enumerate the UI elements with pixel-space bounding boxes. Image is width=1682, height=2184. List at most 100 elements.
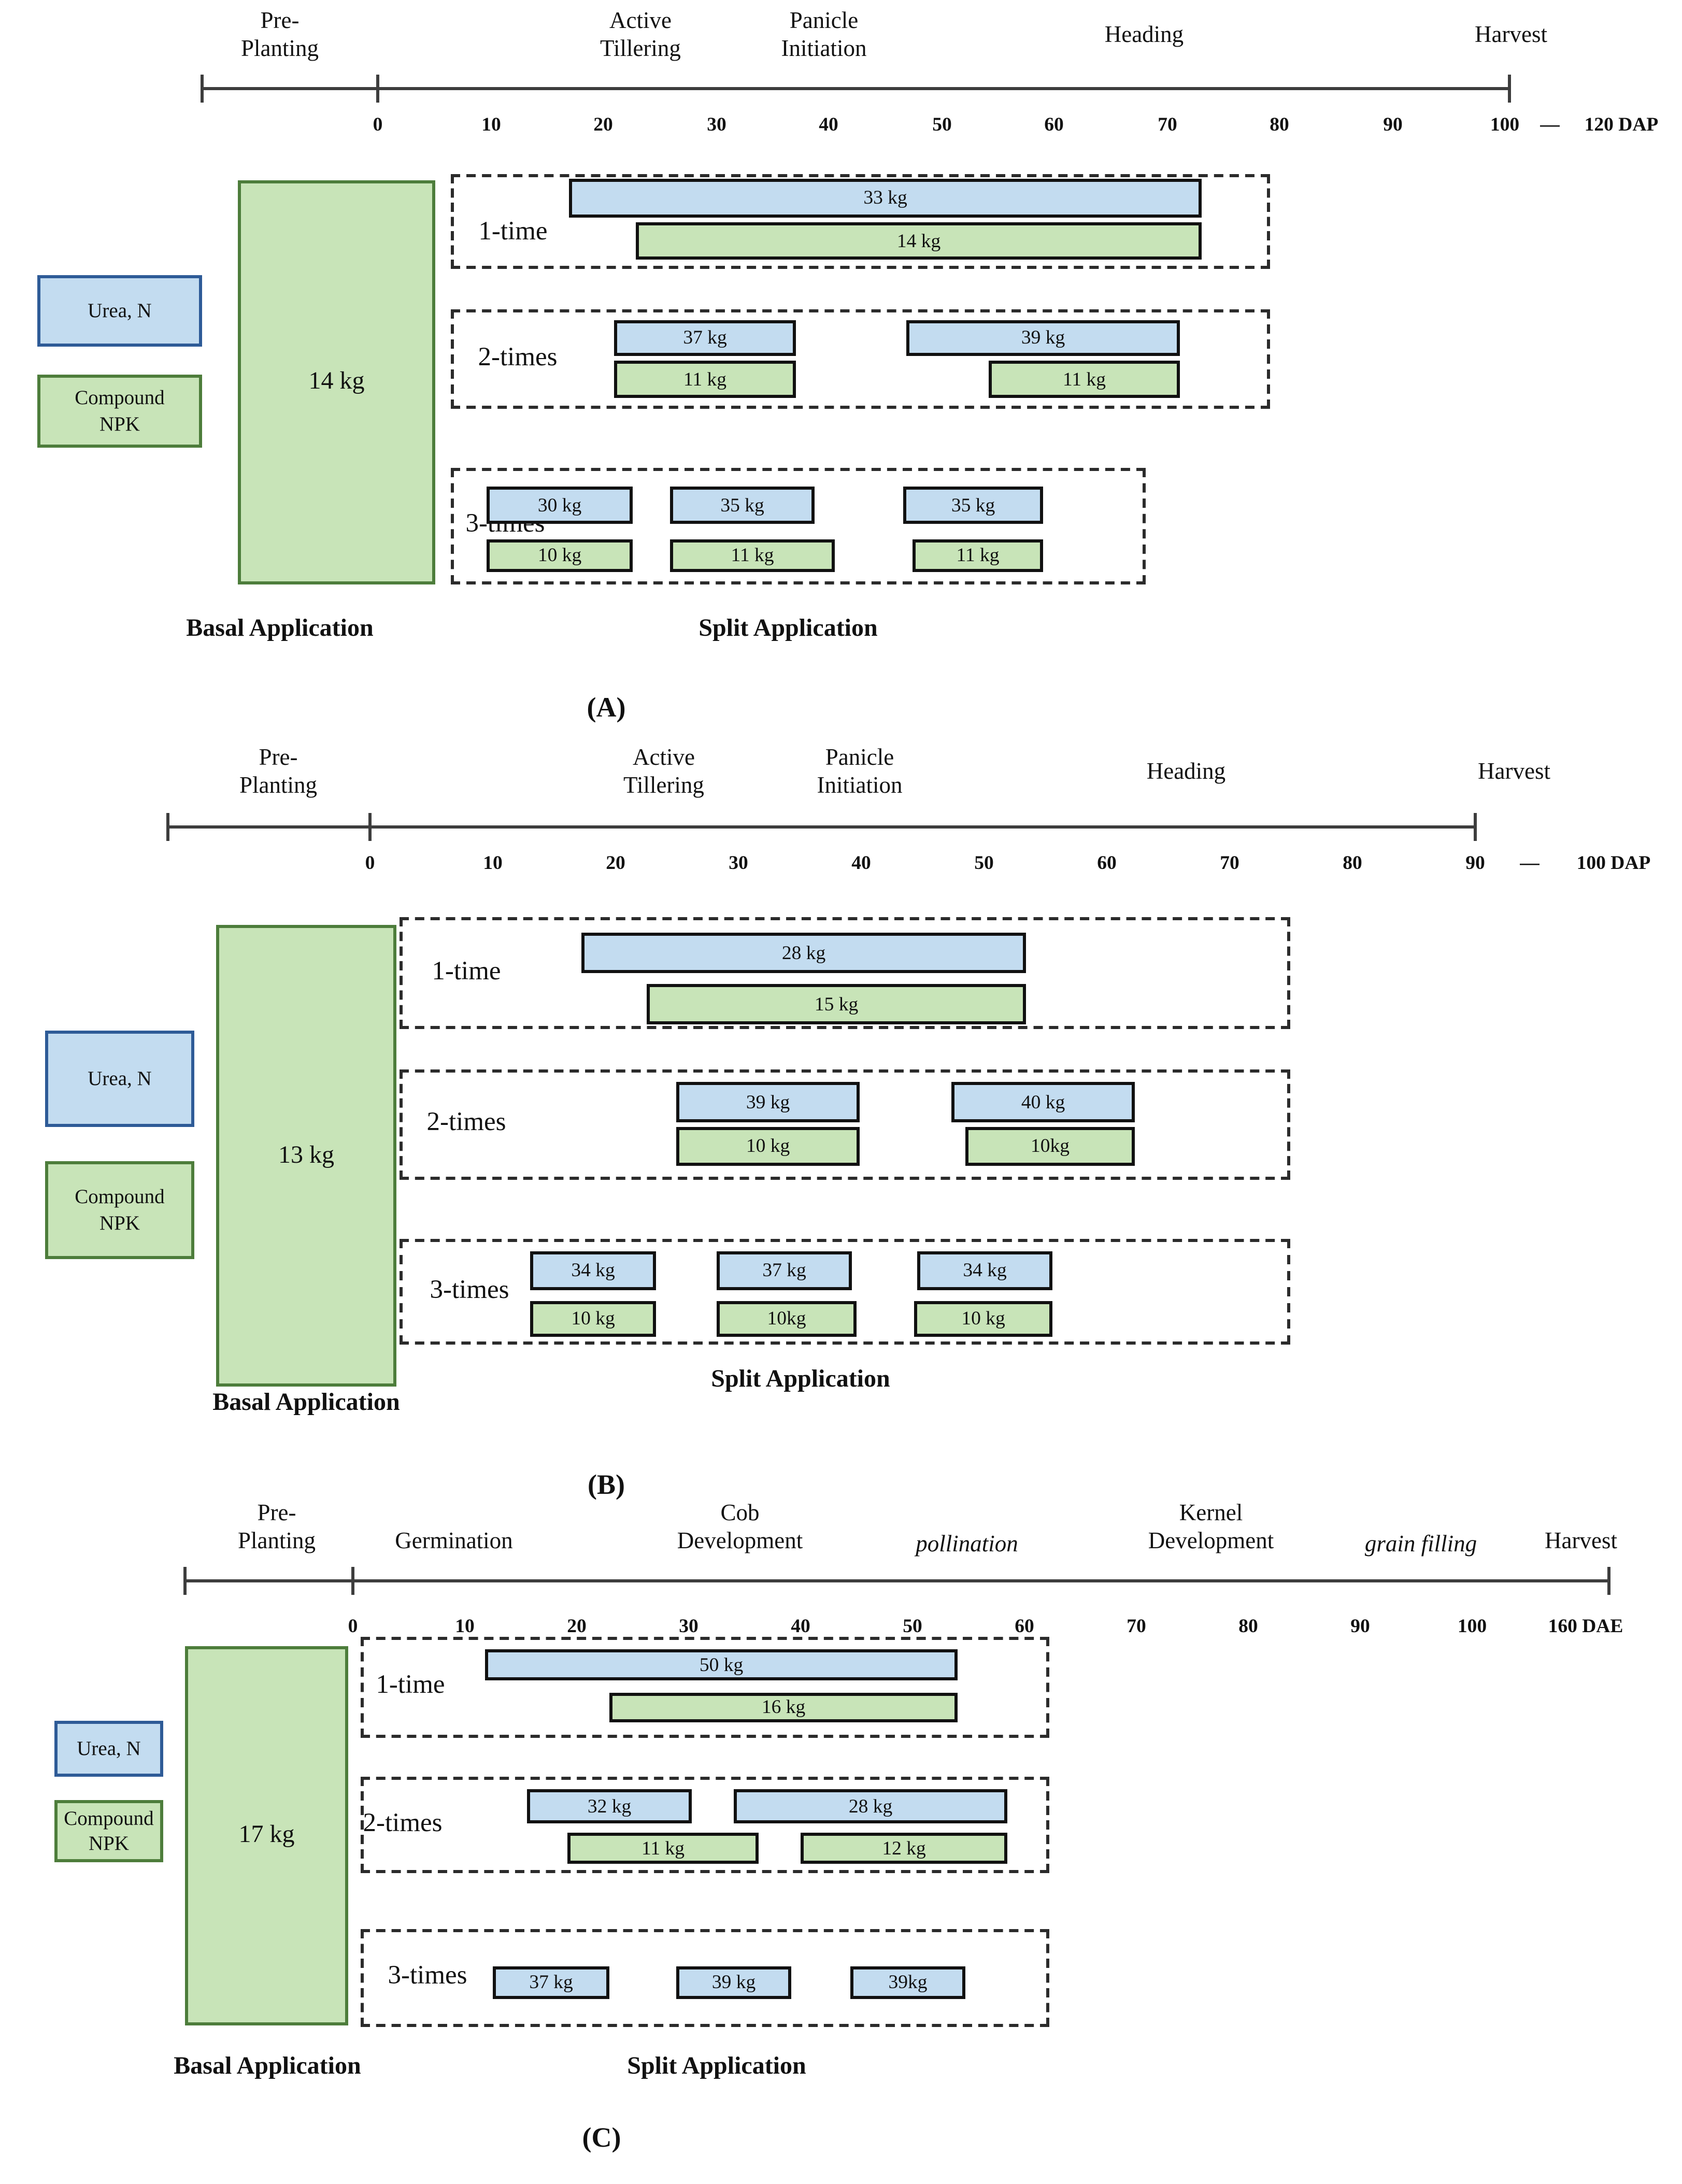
tick-label: 30: [729, 852, 748, 874]
row-label: 2-times: [363, 1808, 443, 1837]
npk-bar: 15 kg: [647, 984, 1026, 1024]
urea-bar: 28 kg: [734, 1789, 1007, 1823]
basal-caption: Basal Application: [174, 2053, 361, 2080]
tick-label: 20: [567, 1615, 587, 1637]
tick-label: 80: [1343, 852, 1362, 874]
urea-bar: 37 kg: [493, 1966, 609, 1999]
row-label: 3-times: [388, 1960, 467, 1990]
tick-label: 30: [679, 1615, 699, 1637]
axis-line: [202, 87, 1509, 91]
axis-dash: —: [1540, 113, 1560, 135]
stage-label: Panicle Initiation: [781, 9, 867, 62]
stage-label: Kernel Development: [1148, 1502, 1274, 1554]
legend-urea-box: Urea, N: [54, 1721, 163, 1777]
legend-urea-box: Urea, N: [45, 1031, 194, 1127]
npk-bar: 10 kg: [530, 1301, 656, 1337]
split-row-box: [451, 468, 1146, 584]
basal-amount: 14 kg: [308, 368, 365, 395]
urea-bar: 35 kg: [903, 487, 1043, 524]
tick-label: 20: [593, 113, 613, 135]
axis-unit-label: 100 DAP: [1576, 852, 1651, 874]
stage-label: Active Tillering: [623, 746, 704, 799]
tick-label: 40: [819, 113, 838, 135]
urea-bar: 33 kg: [569, 179, 1202, 218]
urea-bar: 35 kg: [670, 487, 815, 524]
row-label: 2-times: [426, 1107, 506, 1136]
split-caption: Split Application: [627, 2053, 806, 2080]
basal-caption: Basal Application: [212, 1390, 400, 1416]
split-row-box: [361, 1929, 1049, 2027]
stage-label: grain filling: [1364, 1533, 1477, 1558]
npk-bar: 10kg: [965, 1127, 1135, 1166]
urea-bar: 40 kg: [951, 1082, 1135, 1122]
tick-label: 90: [1350, 1615, 1370, 1637]
axis-tick-mark: [351, 1567, 354, 1595]
tick-label: 40: [851, 852, 871, 874]
tick-label: 50: [974, 852, 994, 874]
tick-label: 30: [707, 113, 726, 135]
npk-bar: 11 kg: [670, 539, 835, 572]
tick-label: 0: [373, 113, 383, 135]
split-caption: Split Application: [711, 1366, 890, 1393]
tick-label: 60: [1044, 113, 1064, 135]
split-row-box: [361, 1637, 1049, 1738]
axis-tick-mark: [1474, 813, 1477, 841]
urea-bar: 39 kg: [906, 320, 1180, 356]
legend-urea-label: Urea, N: [88, 1066, 152, 1090]
axis-tick-mark: [166, 813, 169, 841]
stage-label: Cob Development: [677, 1502, 803, 1554]
split-caption: Split Application: [699, 616, 878, 642]
npk-bar: 14 kg: [636, 222, 1202, 260]
tick-label: 60: [1015, 1615, 1034, 1637]
tick-label: 10: [483, 852, 503, 874]
npk-bar: 11 kg: [614, 361, 796, 398]
stage-label: Germination: [395, 1530, 513, 1554]
basal-box: 17 kg: [185, 1646, 348, 2025]
legend-npk-box: Compound NPK: [37, 375, 202, 448]
row-label: 2-times: [478, 342, 558, 372]
urea-bar: 30 kg: [487, 487, 633, 524]
basal-caption: Basal Application: [186, 616, 374, 642]
legend-npk-box: Compound NPK: [45, 1161, 194, 1259]
npk-bar: 10 kg: [914, 1301, 1052, 1337]
tick-label: 70: [1220, 852, 1239, 874]
tick-label: 50: [932, 113, 952, 135]
tick-label: 60: [1097, 852, 1117, 874]
tick-label: 10: [455, 1615, 475, 1637]
axis-line: [185, 1579, 1609, 1583]
basal-box: 13 kg: [216, 925, 396, 1387]
panel-letter: (A): [587, 692, 626, 723]
panel-letter: (C): [582, 2122, 621, 2153]
legend-urea-box: Urea, N: [37, 275, 202, 347]
stage-label: Active Tillering: [600, 9, 681, 62]
tick-label: 0: [365, 852, 375, 874]
legend-npk-label: Compound NPK: [75, 386, 165, 435]
tick-label: 50: [903, 1615, 922, 1637]
stage-label: Pre- Planting: [240, 9, 319, 62]
urea-bar: 37 kg: [717, 1251, 852, 1290]
tick-label: 80: [1238, 1615, 1258, 1637]
legend-urea-label: Urea, N: [77, 1736, 141, 1760]
tick-label: 100: [1490, 113, 1520, 135]
basal-amount: 17 kg: [238, 1822, 295, 1848]
tick-label: 80: [1270, 113, 1289, 135]
tick-label: 90: [1383, 113, 1403, 135]
split-row-box: [400, 917, 1290, 1029]
npk-bar: 10 kg: [676, 1127, 860, 1166]
axis-tick-mark: [1607, 1567, 1610, 1595]
axis-tick-mark: [183, 1567, 187, 1595]
urea-bar: 39 kg: [676, 1966, 791, 1999]
tick-label: 40: [791, 1615, 810, 1637]
split-row-box: [400, 1069, 1290, 1180]
stage-label: Panicle Initiation: [817, 746, 903, 799]
tick-label: 20: [606, 852, 625, 874]
urea-bar: 39kg: [850, 1966, 965, 1999]
panel-letter: (B): [588, 1469, 625, 1500]
basal-amount: 13 kg: [278, 1141, 334, 1168]
basal-box: 14 kg: [238, 180, 435, 584]
stage-label: pollination: [916, 1533, 1018, 1558]
urea-bar: 50 kg: [485, 1649, 958, 1680]
axis-tick-mark: [376, 75, 379, 103]
row-label: 1-time: [432, 956, 501, 986]
